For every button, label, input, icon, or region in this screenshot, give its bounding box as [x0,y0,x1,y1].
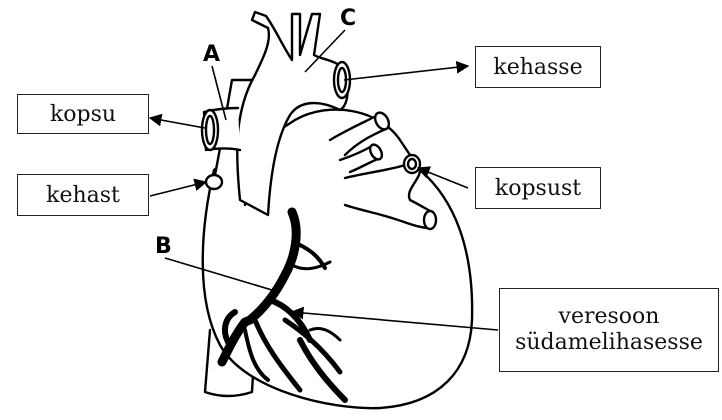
label-kehast: kehast [17,174,149,216]
label-kehasse: kehasse [475,46,601,88]
pulmonary-artery-opening-left-inner [206,116,214,144]
pulmonary-vein-opening-upper-inner [408,159,416,169]
arrow-kehast [150,182,206,196]
letter-a: A [203,42,220,67]
letter-c: C [340,6,356,31]
letter-b: B [155,234,172,259]
label-kopsust: kopsust [475,167,601,209]
label-veresoon-line1: veresoon [559,304,660,330]
label-veresoon: veresoon südamelihasesse [499,288,719,372]
label-veresoon-line2: südamelihasesse [515,330,703,356]
arrow-kehasse [344,66,468,80]
arrow-kopsu [150,118,205,128]
label-kopsu: kopsu [17,94,149,134]
vena-cava-opening [206,175,222,189]
pulmonary-vein-opening-lower [424,211,436,229]
